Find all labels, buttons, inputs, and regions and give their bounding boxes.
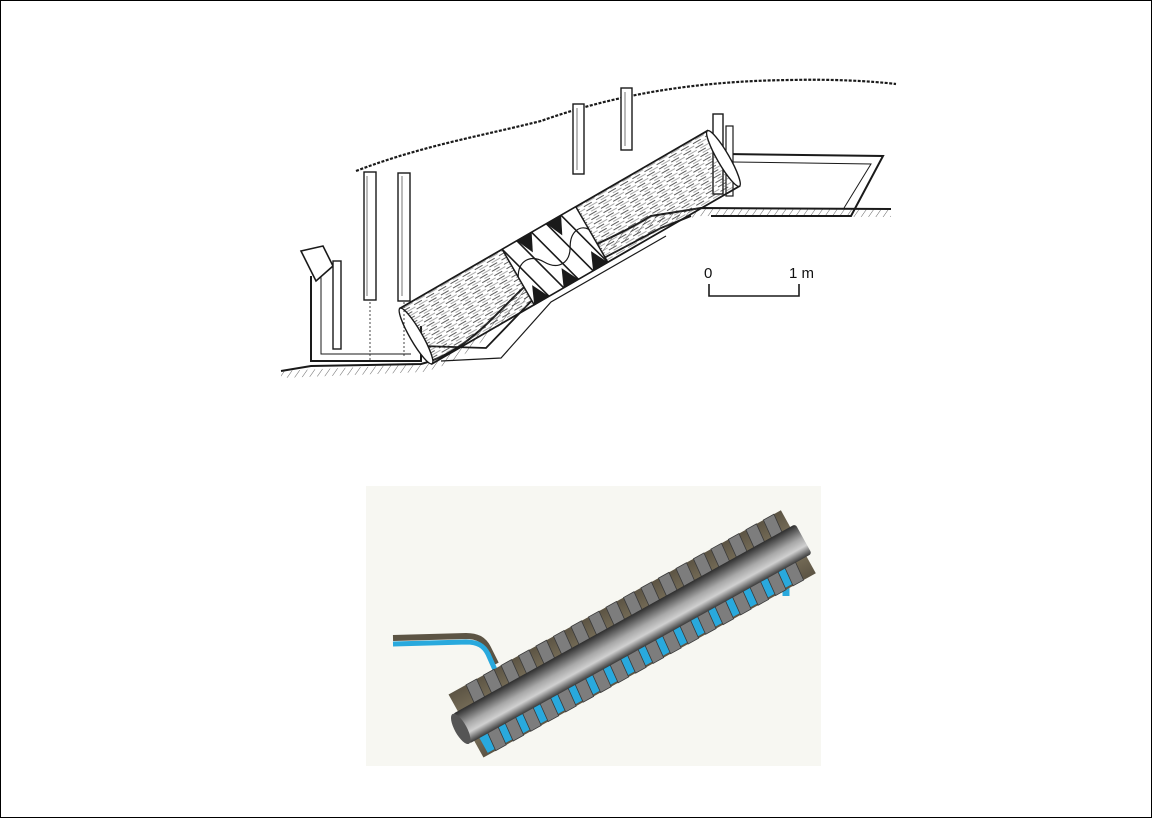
upper-basin-inner xyxy=(732,161,872,209)
lower-basin-wall xyxy=(320,276,411,355)
gate-post xyxy=(332,260,342,350)
archimedes-screw-rendering xyxy=(366,486,821,766)
inlet-channel xyxy=(392,632,499,666)
inlet-water xyxy=(392,639,499,674)
sluice-gate xyxy=(299,245,334,283)
post-footprints xyxy=(369,302,405,361)
scale-bar xyxy=(708,284,800,297)
screw-cylinder xyxy=(398,129,741,365)
screw-trough-lower xyxy=(440,235,667,362)
scale-end-label: 1 m xyxy=(789,265,815,282)
helix-blades xyxy=(465,513,805,752)
upper-basin xyxy=(711,153,885,217)
screw-shaft xyxy=(453,525,811,743)
archimedes-screw-sketch xyxy=(280,78,897,378)
support-posts xyxy=(363,87,633,302)
scale-start-label: 0 xyxy=(704,265,713,282)
